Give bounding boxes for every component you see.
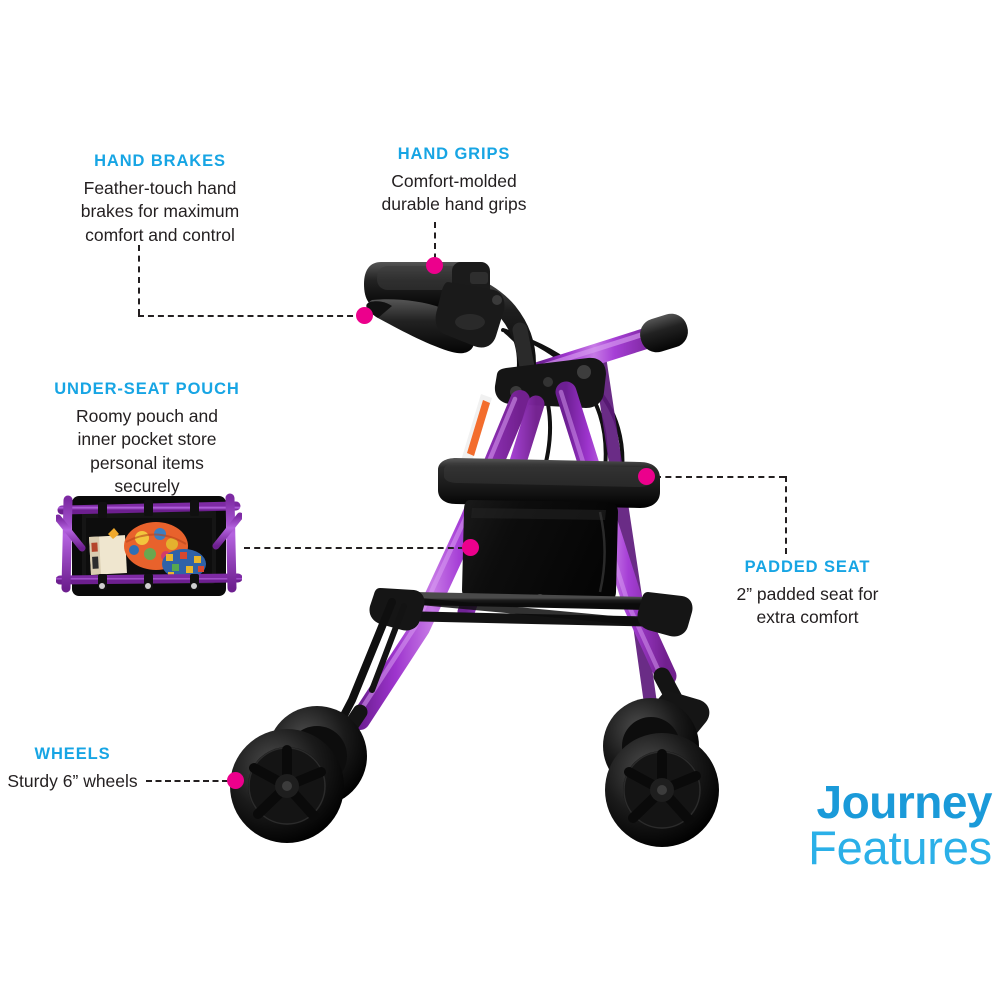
- frame-lower-rails: [369, 588, 693, 637]
- brand-name: Journey: [816, 775, 993, 828]
- callout-hand-brakes-body: Feather-touch hand brakes for maximum co…: [80, 178, 240, 245]
- front-wheel-assembly: [230, 704, 368, 843]
- callout-under-seat-pouch-body: Roomy pouch and inner pocket store perso…: [75, 406, 219, 496]
- padded-seat: [438, 458, 660, 508]
- rear-wheel: [605, 733, 719, 847]
- brand-subtitle: Features: [808, 821, 992, 875]
- hotspot-dot-padded-seat[interactable]: [638, 468, 655, 485]
- under-seat-pouch-inset-photo: [56, 493, 242, 596]
- connector-seat-vertical: [785, 476, 787, 554]
- callout-wheels-body: Sturdy 6” wheels: [7, 771, 138, 792]
- brake-housing: [435, 282, 505, 348]
- hotspot-dot-hand-grips[interactable]: [426, 257, 443, 274]
- brand-lockup: Journey Features: [808, 775, 993, 875]
- connector-hand-brakes-horizontal: [138, 315, 363, 317]
- connector-hand-brakes-vertical: [138, 245, 140, 315]
- rear-wheel-assembly: [603, 667, 719, 847]
- callout-hand-grips: HAND GRIPS Comfort-molded durable hand g…: [348, 145, 560, 217]
- under-seat-pouch: [462, 500, 618, 602]
- callout-padded-seat-title: PADDED SEAT: [744, 558, 871, 576]
- callout-under-seat-pouch: UNDER-SEAT POUCH Roomy pouch and inner p…: [32, 380, 262, 498]
- callout-padded-seat: PADDED SEAT 2” padded seat for extra com…: [700, 558, 915, 630]
- callout-hand-grips-title: HAND GRIPS: [397, 145, 511, 163]
- inset-book: [89, 528, 127, 575]
- connector-hand-grips-vertical: [434, 222, 436, 270]
- hotspot-dot-wheels[interactable]: [227, 772, 244, 789]
- connector-seat-horizontal: [655, 476, 785, 478]
- callout-padded-seat-body: 2” padded seat for extra comfort: [736, 584, 879, 628]
- hotspot-dot-under-seat-pouch[interactable]: [462, 539, 479, 556]
- connector-pouch-horizontal: [244, 547, 464, 549]
- callout-wheels: WHEELS Sturdy 6” wheels: [0, 745, 145, 793]
- callout-hand-grips-body: Comfort-molded durable hand grips: [381, 171, 527, 215]
- front-wheel: [230, 729, 344, 843]
- rear-hand-grip: [640, 313, 688, 353]
- hotspot-dot-hand-brakes[interactable]: [356, 307, 373, 324]
- connector-wheels-horizontal: [146, 780, 228, 782]
- callout-under-seat-pouch-title: UNDER-SEAT POUCH: [54, 380, 240, 398]
- callout-wheels-title: WHEELS: [34, 745, 111, 763]
- callout-hand-brakes: HAND BRAKES Feather-touch hand brakes fo…: [40, 152, 280, 247]
- callout-hand-brakes-title: HAND BRAKES: [94, 152, 226, 170]
